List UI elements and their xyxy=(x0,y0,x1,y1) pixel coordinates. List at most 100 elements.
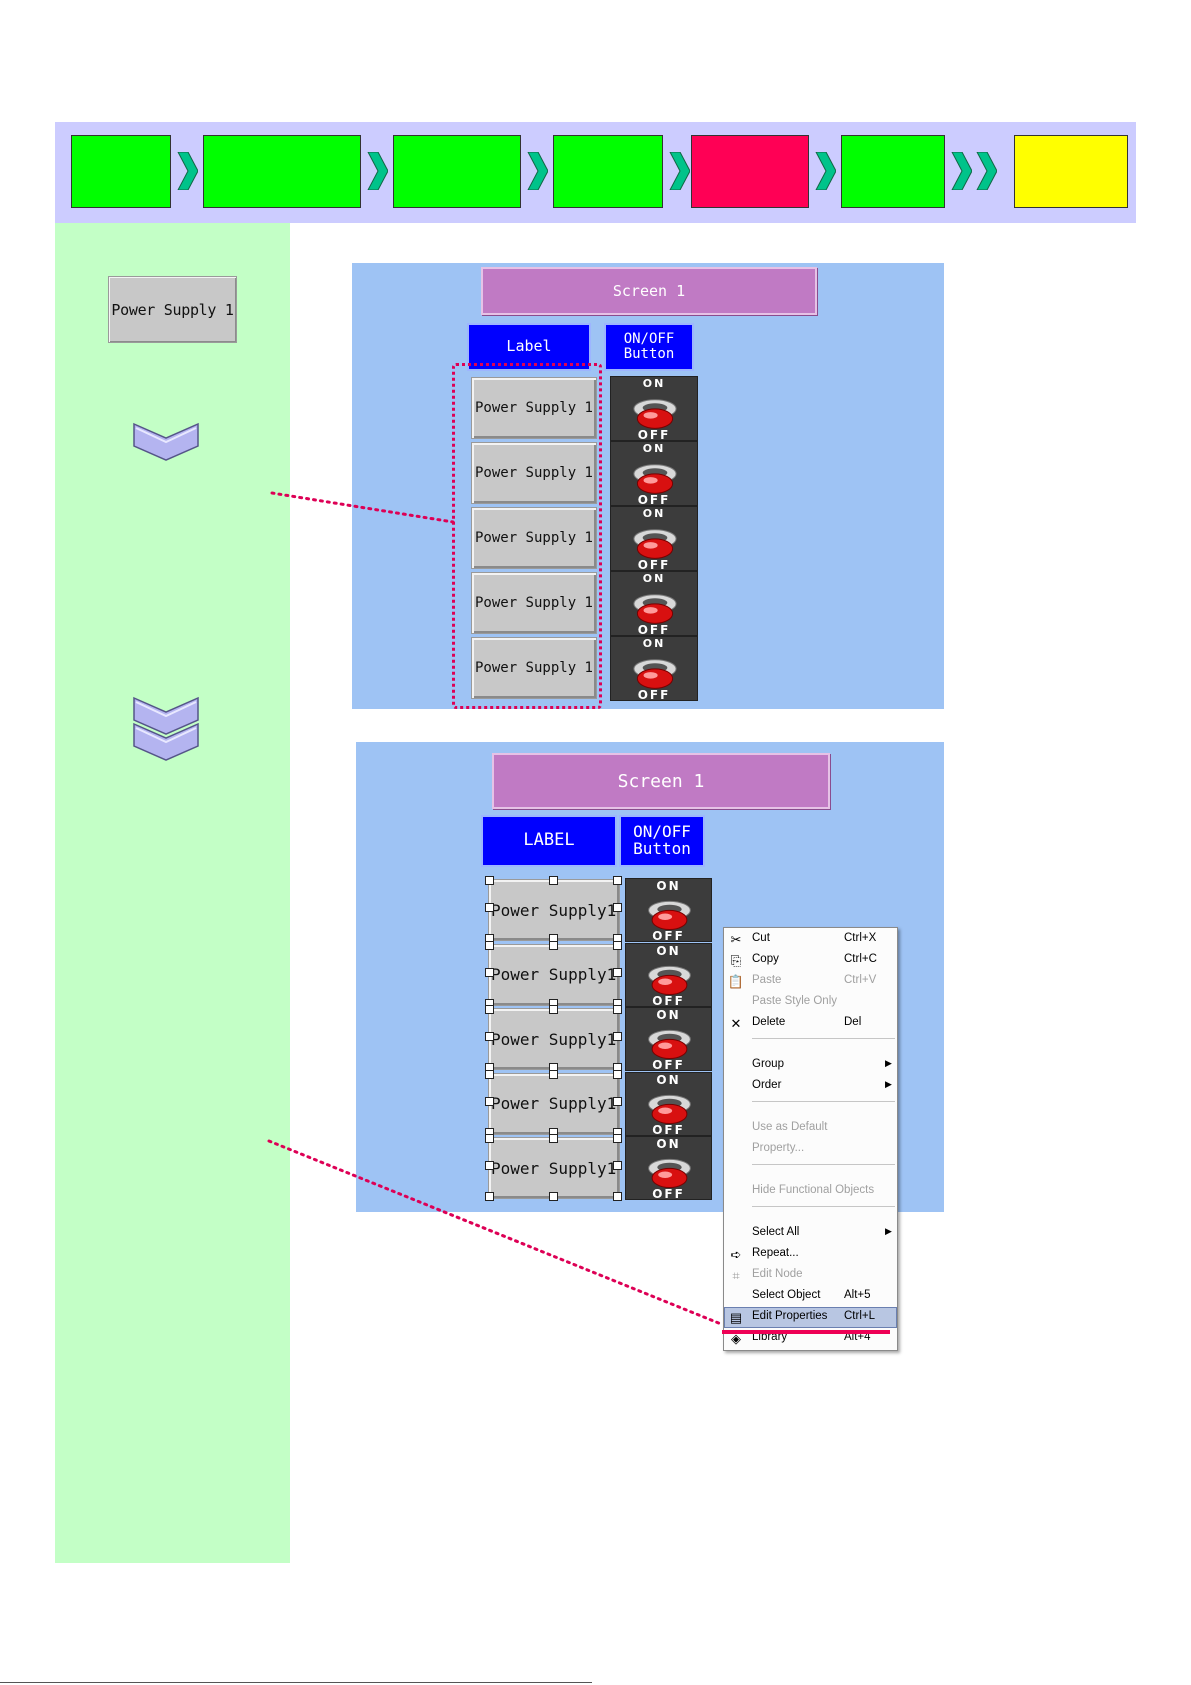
menu-item-label: Paste xyxy=(752,974,782,986)
power-supply-label[interactable]: Power Supply1 xyxy=(488,1008,620,1070)
menu-item-label: Paste Style Only xyxy=(752,995,838,1007)
power-supply-label[interactable]: Power Supply 1 xyxy=(471,442,597,504)
menu-item-use-as-default[interactable]: Use as Default xyxy=(724,1118,897,1139)
selection-handle[interactable] xyxy=(549,1069,558,1079)
selection-handle[interactable] xyxy=(549,876,558,885)
selection-handle[interactable] xyxy=(485,1069,494,1079)
selection-handle[interactable] xyxy=(613,940,622,950)
selection-handle[interactable] xyxy=(485,876,494,885)
selection-handle[interactable] xyxy=(485,940,494,950)
power-supply-label[interactable]: Power Supply 1 xyxy=(471,377,597,439)
menu-item-group[interactable]: Group▶ xyxy=(724,1055,897,1076)
menu-item-order[interactable]: Order▶ xyxy=(724,1076,897,1097)
selection-handle[interactable] xyxy=(549,1192,558,1201)
selection-handle[interactable] xyxy=(613,1032,622,1041)
menu-item-property[interactable]: Property... xyxy=(724,1139,897,1160)
menu-item-shortcut: Ctrl+X xyxy=(844,932,877,944)
menu-item-label: Property... xyxy=(752,1142,805,1154)
selection-handle[interactable] xyxy=(485,1096,494,1106)
menu-item-repeat[interactable]: ➪Repeat... xyxy=(724,1244,897,1265)
on-off-switch[interactable]: ON OFF xyxy=(610,506,698,571)
selection-handle[interactable] xyxy=(485,1134,494,1143)
step-3 xyxy=(393,135,521,208)
menu-item-cut[interactable]: ✂ Cut Ctrl+X xyxy=(724,929,897,950)
selection-handle[interactable] xyxy=(613,876,622,885)
power-supply-label[interactable]: Power Supply 1 xyxy=(471,572,597,634)
chevron-right-icon xyxy=(814,151,837,191)
power-supply-label[interactable]: Power Supply1 xyxy=(488,879,620,941)
label-column-header: LABEL xyxy=(481,815,617,867)
selection-handle[interactable] xyxy=(485,1032,494,1041)
selection-handle[interactable] xyxy=(613,1005,622,1014)
menu-item-label: Cut xyxy=(752,932,770,944)
toggle-knob-icon xyxy=(648,965,691,995)
selection-handle[interactable] xyxy=(485,1192,494,1201)
switch-off-text: OFF xyxy=(652,929,685,942)
scissors-icon: ✂ xyxy=(730,932,742,947)
menu-item-label: Edit Node xyxy=(752,1268,803,1280)
switch-off-text: OFF xyxy=(652,1122,685,1136)
submenu-arrow-icon: ▶ xyxy=(885,1079,892,1089)
chevron-right-icon xyxy=(526,151,549,191)
selection-handle[interactable] xyxy=(485,1161,494,1170)
menu-item-paste-style-only[interactable]: Paste Style Only xyxy=(724,992,897,1013)
menu-item-label: Edit Properties xyxy=(752,1310,828,1322)
menu-item-edit-node[interactable]: ⌗Edit Node xyxy=(724,1265,897,1286)
selection-handle[interactable] xyxy=(485,903,494,912)
button-header-line2: Button xyxy=(633,839,691,858)
step-1 xyxy=(71,135,171,208)
chevron-right-icon xyxy=(176,151,199,191)
selection-handle[interactable] xyxy=(485,1005,494,1014)
power-supply-label[interactable]: Power Supply1 xyxy=(488,943,620,1006)
selection-handle[interactable] xyxy=(549,1005,558,1014)
selection-handle[interactable] xyxy=(613,967,622,977)
menu-separator xyxy=(752,1038,895,1039)
power-supply-label[interactable]: Power Supply 1 xyxy=(471,507,597,569)
selection-handle[interactable] xyxy=(485,967,494,977)
selection-handle[interactable] xyxy=(613,903,622,912)
selection-dotted-outline xyxy=(452,363,602,709)
selection-handle[interactable] xyxy=(549,1134,558,1143)
menu-item-hide-functional-objects[interactable]: Hide Functional Objects xyxy=(724,1181,897,1202)
submenu-arrow-icon: ▶ xyxy=(885,1058,892,1068)
library-icon: ◈ xyxy=(731,1331,741,1346)
switch-on-text: ON xyxy=(642,507,666,520)
selection-handle[interactable] xyxy=(613,1096,622,1106)
selection-handle[interactable] xyxy=(613,1161,622,1170)
selection-handle[interactable] xyxy=(613,1069,622,1079)
button-header-line1: ON/OFF xyxy=(633,822,691,842)
menu-separator xyxy=(752,1164,895,1165)
power-supply-label[interactable]: Power Supply1 xyxy=(488,1072,620,1135)
chevron-right-icon xyxy=(366,151,389,191)
switch-off-text: OFF xyxy=(652,1187,685,1200)
step-bar xyxy=(55,122,1136,223)
menu-item-shortcut: Alt+5 xyxy=(844,1289,871,1301)
menu-item-select-all[interactable]: Select All▶ xyxy=(724,1223,897,1244)
selection-handle[interactable] xyxy=(613,1134,622,1143)
switch-off-text: OFF xyxy=(652,993,685,1007)
toggle-knob-icon xyxy=(633,659,677,689)
power-supply-label[interactable]: Power Supply 1 xyxy=(471,637,597,699)
chevron-right-icon xyxy=(668,151,691,191)
selection-handle[interactable] xyxy=(549,940,558,950)
delete-x-icon: ✕ xyxy=(730,1016,742,1031)
selection-handle[interactable] xyxy=(613,1192,622,1201)
switch-off-text: OFF xyxy=(637,558,671,571)
chevron-right-icon xyxy=(975,151,998,191)
